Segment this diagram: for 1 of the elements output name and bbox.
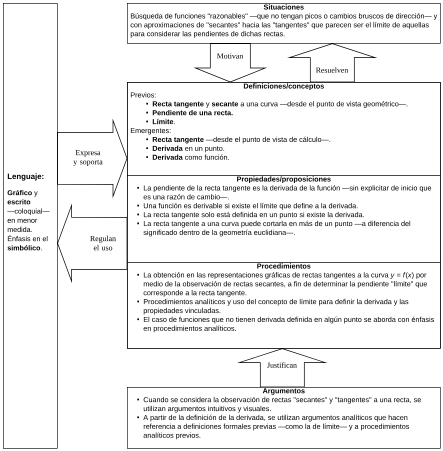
panel-frame <box>127 82 441 349</box>
